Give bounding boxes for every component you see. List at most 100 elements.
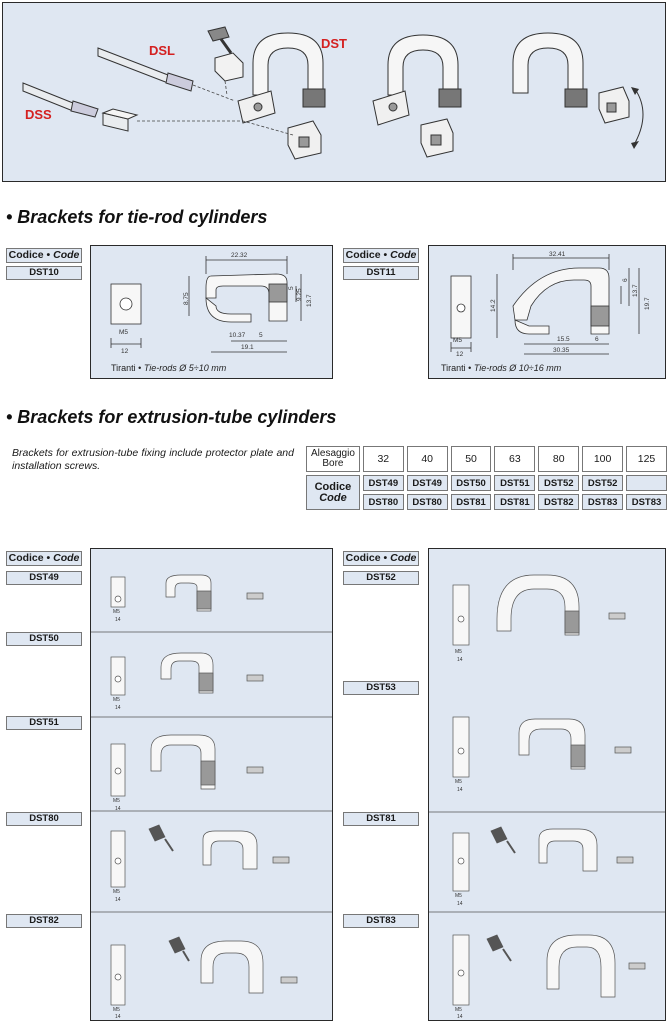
dim-thread: M5 [113,609,120,615]
code-cell: DST83 [626,494,667,510]
code-dst81: DST81 [343,812,419,826]
code-dst11: DST11 [343,266,419,280]
technical-drawings-left: M5 14 M5 14 M5 14 M5 14 M5 14 [91,574,332,1020]
dim-b2: 6 [595,336,599,343]
dim-width: 22.32 [231,252,248,259]
section-title-extrusion: • Brackets for extrusion-tube cylinders [6,407,337,427]
dim-thread: M5 [119,329,128,336]
drawing-panel-dst10: 22.32 8.75 13.7 9.25 5 10.37 5 19.1 M5 1… [90,245,333,379]
bore-cell: 32 [362,446,404,472]
bore-cell: 80 [538,446,580,472]
code-dst50: DST50 [6,632,82,646]
dim-width: 32.41 [549,251,566,258]
dim-thread: M5 [113,697,120,703]
dim-h1: 14.2 [490,299,497,312]
dim-h3: 9.25 [296,288,303,301]
bore-cell: 63 [494,446,536,472]
dim-h3: 13.7 [632,284,639,297]
bore-cell: 125 [626,446,667,472]
code-cell: DST50 [450,475,492,491]
dim-side: 14 [115,1014,121,1020]
code-header-label: Codice • [8,552,54,564]
dim-thread: M5 [455,1007,462,1013]
dim-h2: 19.7 [644,297,651,310]
code-header-label-en: Code [53,552,80,564]
dim-h4: 5 [288,286,295,290]
dim-b2: 5 [259,332,263,339]
code-header-label: Codice [314,480,352,493]
dim-side: 14 [457,787,463,793]
drawing-panel-right: M5 14 M5 14 M5 14 M5 14 [428,548,666,1021]
drawing-panel-dst11: 32.41 14.2 19.7 13.7 6 15.5 6 30.35 M5 1… [428,245,666,379]
code-header-label-en: Code [319,491,347,504]
code-dst10: DST10 [6,266,82,280]
label-dss: DSS [25,107,52,122]
dim-side: 14 [457,1014,463,1020]
caption-label: Tiranti • [111,363,144,373]
technical-drawing: 22.32 8.75 13.7 9.25 5 10.37 5 19.1 M5 1… [110,252,313,355]
dim-thread: M5 [113,889,120,895]
label-dsl: DSL [149,43,175,58]
dim-b3: 30.35 [553,347,570,354]
code-cell: DST81 [494,494,536,510]
caption-label-en: Tie-rods Ø 10÷16 mm [473,363,562,373]
dim-thread: M5 [455,779,462,785]
bore-header-label: Alesaggio [310,448,355,459]
extrusion-description: Brackets for extrusion-tube fixing inclu… [12,447,294,472]
hero-illustration: DSL DST DSS [2,2,666,182]
code-row-2: DST80 DST80 DST81 DST81 DST82 DST83 DST8… [306,494,667,510]
code-header-label: Codice • [8,249,54,261]
dim-side: 12 [456,351,464,358]
bore-header-label-en: Bore [322,458,344,469]
code-cell: DST83 [582,494,624,510]
code-cell: DST81 [450,494,492,510]
code-header-label-en: Code [53,249,80,261]
bore-cell: 40 [406,446,448,472]
code-dst53: DST53 [343,681,419,695]
code-header-label: Codice • [345,552,391,564]
code-cell: DST51 [494,475,536,491]
code-cell: DST49 [406,475,448,491]
caption-dst10: Tiranti • Tie-rods Ø 5÷10 mm [111,363,226,373]
code-dst51: DST51 [6,716,82,730]
dim-side: 14 [457,657,463,663]
dim-thread: M5 [113,798,120,804]
dim-b1: 10.37 [229,332,246,339]
code-header: Codice • Code [6,248,82,263]
caption-dst11: Tiranti • Tie-rods Ø 10÷16 mm [441,363,561,373]
dim-h2: 13.7 [306,294,313,307]
code-cell: DST52 [538,475,580,491]
code-dst49: DST49 [6,571,82,585]
dim-side: 14 [115,897,121,903]
code-dst82: DST82 [6,914,82,928]
caption-label-en: Tie-rods Ø 5÷10 mm [143,363,227,373]
dim-thread: M5 [453,337,462,344]
code-cell: DST80 [406,494,448,510]
dim-side: 14 [115,617,121,623]
dim-b3: 19.1 [241,344,254,351]
code-dst52: DST52 [343,571,419,585]
dim-thread: M5 [113,1007,120,1013]
section-title-tierod: • Brackets for tie-rod cylinders [6,207,268,227]
technical-drawing: 32.41 14.2 19.7 13.7 6 15.5 6 30.35 M5 1… [450,251,651,358]
dim-side: 14 [115,705,121,711]
code-cell: DST82 [538,494,580,510]
code-dst83: DST83 [343,914,419,928]
dim-side: 14 [457,901,463,907]
code-header: Codice • Code [343,551,419,566]
bore-cell: 100 [582,446,624,472]
code-header-label-en: Code [390,249,417,261]
bracket-assembly-drawing [22,26,644,160]
code-header-label: Codice • [345,249,391,261]
caption-label: Tiranti • [441,363,474,373]
code-dst80: DST80 [6,812,82,826]
code-cell: DST49 [362,475,404,491]
drawing-panel-left: M5 14 M5 14 M5 14 M5 14 M5 14 [90,548,333,1021]
dim-h4: 6 [622,278,629,282]
dim-thread: M5 [455,893,462,899]
